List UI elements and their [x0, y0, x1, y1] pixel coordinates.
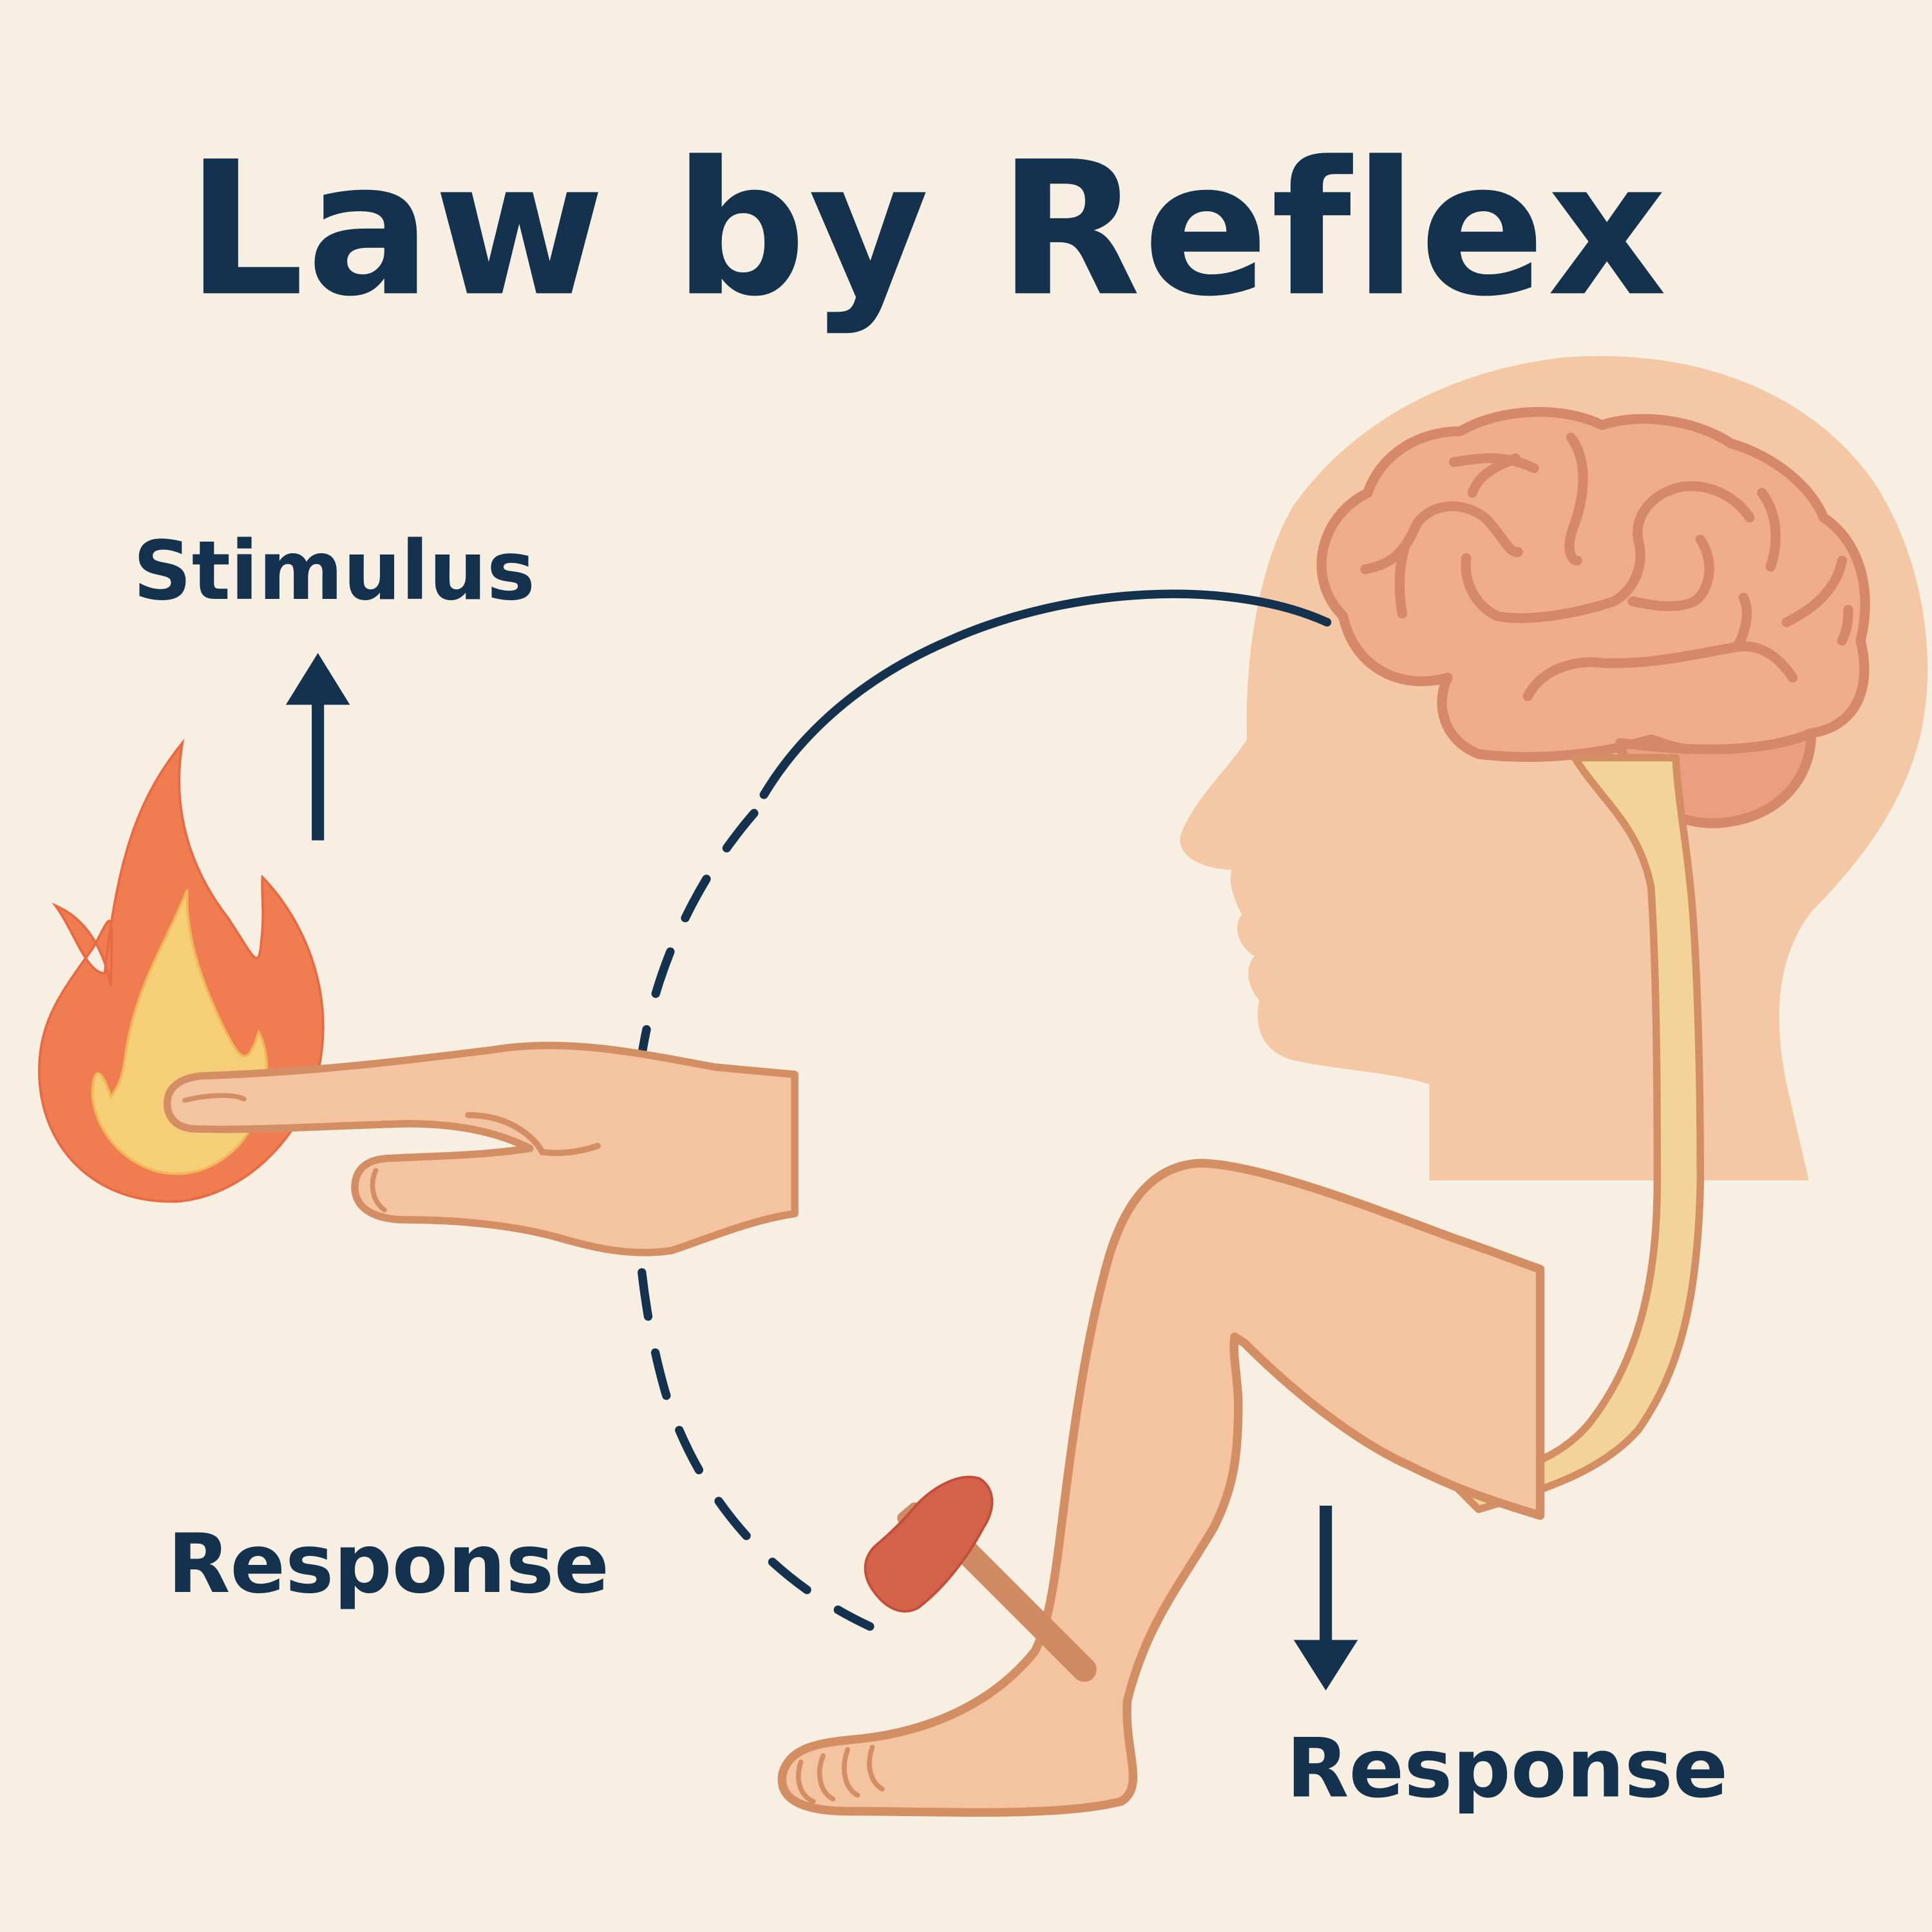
leg-icon [777, 1159, 1545, 1817]
leg-thigh [777, 1159, 1545, 1817]
fingernail-index [182, 1093, 247, 1103]
response-arrow-down-icon [1293, 1506, 1358, 1690]
stimulus-arrow-up-icon [285, 653, 350, 840]
hand-icon [163, 1041, 799, 1256]
neural-pathway-dashed [631, 809, 875, 1631]
neural-pathway-solid [759, 589, 1332, 799]
brain-folds [1360, 432, 1853, 701]
hammer-head [864, 1475, 994, 1613]
spinal-cord [1450, 753, 1705, 1513]
reflex-hammer-icon [864, 1475, 1097, 1682]
hand-thumb-line [465, 1112, 601, 1157]
hammer-handle [936, 1521, 1097, 1682]
page-title: Law by Reflex [187, 122, 1669, 337]
response-label-right: Response [1286, 1721, 1728, 1816]
toes [796, 1745, 885, 1804]
stimulus-label: Stimulus [133, 524, 535, 618]
response-label-left: Response [167, 1517, 609, 1611]
hand-index-finger [163, 1041, 799, 1256]
fingernail-thumb [370, 1168, 387, 1213]
